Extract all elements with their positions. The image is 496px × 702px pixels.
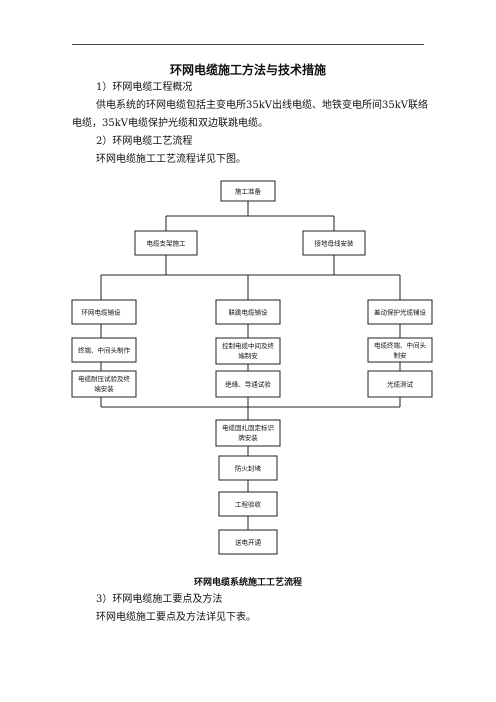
node-prep: 施工准备 bbox=[220, 180, 276, 202]
node-fireproof-label: 防火封堵 bbox=[235, 464, 262, 473]
section3-heading: 3）环网电缆施工要点及方法 bbox=[96, 594, 223, 605]
node-trip-lay-label: 联跳电缆铺设 bbox=[229, 308, 269, 317]
node-insulation-test: 绝缘、导通试验 bbox=[215, 370, 281, 398]
node-fireproof: 防火封堵 bbox=[218, 455, 278, 481]
section3-body: 环网电缆施工要点及方法详见下表。 bbox=[96, 612, 256, 623]
node-support-label: 电缆支架施工 bbox=[147, 239, 187, 248]
node-ring-joint-label: 终端、中间头制作 bbox=[78, 346, 131, 355]
node-ground-label: 接地母线安装 bbox=[315, 239, 355, 248]
header-rule bbox=[72, 44, 424, 45]
node-ring-test-label-2: 端安装 bbox=[94, 384, 114, 393]
node-ring-lay: 环网电缆铺设 bbox=[71, 299, 137, 325]
node-trip-joint-label-2: 端制安 bbox=[238, 351, 258, 360]
node-diff-joint: 电缆终端、中间头 制安 bbox=[367, 337, 433, 363]
figure-caption: 环网电缆系统施工工艺流程 bbox=[193, 578, 302, 588]
node-support: 电缆支架施工 bbox=[134, 230, 198, 256]
node-diff-lay-label: 差动保护光缆铺设 bbox=[374, 308, 427, 317]
node-trip-lay: 联跳电缆铺设 bbox=[215, 299, 281, 325]
node-acceptance: 工程验收 bbox=[218, 491, 278, 517]
section2-heading: 2）环网电缆工艺流程 bbox=[96, 136, 193, 147]
section1-body-line1: 供电系统的环网电缆包括主变电所35kV出线电缆、地铁变电所间35kV联络 bbox=[96, 100, 429, 111]
document-title: 环网电缆施工方法与技术措施 bbox=[169, 63, 326, 77]
node-ring-test-label-1: 电缆耐压试验及终 bbox=[78, 374, 131, 383]
section1-body-line2: 电缆，35kV电缆保护光缆和双边联跳电缆。 bbox=[72, 118, 269, 129]
node-energize-label: 送电开通 bbox=[235, 538, 262, 547]
node-diff-joint-label-1: 电缆终端、中间头 bbox=[374, 341, 427, 350]
node-ring-lay-label: 环网电缆铺设 bbox=[82, 308, 122, 317]
node-insulation-test-label: 绝缘、导通试验 bbox=[225, 380, 271, 389]
flowchart-connectors bbox=[100, 201, 401, 530]
node-ring-joint: 终端、中间头制作 bbox=[71, 337, 137, 363]
node-fiber-test: 光缆测试 bbox=[367, 370, 433, 398]
node-diff-lay: 差动保护光缆铺设 bbox=[367, 299, 433, 325]
node-tag: 电缆固扎固定标识 牌安装 bbox=[215, 419, 281, 447]
node-trip-joint-label-1: 控制电缆中间及终 bbox=[222, 341, 275, 350]
node-acceptance-label: 工程验收 bbox=[235, 500, 262, 509]
node-energize: 送电开通 bbox=[218, 529, 278, 555]
node-ground: 接地母线安装 bbox=[302, 230, 366, 256]
node-prep-label: 施工准备 bbox=[235, 187, 262, 196]
node-trip-joint: 控制电缆中间及终 端制安 bbox=[215, 337, 281, 365]
section2-body: 环网电缆施工工艺流程详见下图。 bbox=[96, 154, 246, 165]
section1-heading: 1）环网电缆工程概况 bbox=[96, 82, 193, 93]
node-tag-label-2: 牌安装 bbox=[238, 433, 258, 442]
node-ring-test: 电缆耐压试验及终 端安装 bbox=[71, 370, 137, 398]
node-diff-joint-label-2: 制安 bbox=[394, 351, 408, 360]
node-tag-label-1: 电缆固扎固定标识 bbox=[222, 423, 275, 432]
node-fiber-test-label: 光缆测试 bbox=[387, 380, 414, 389]
